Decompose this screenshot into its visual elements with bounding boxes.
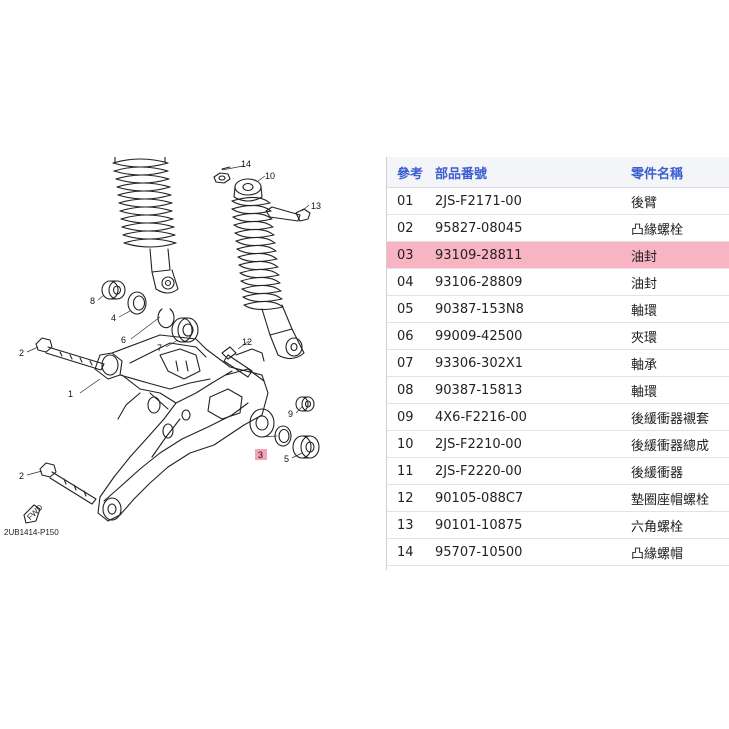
rear-shock-11: [112, 157, 179, 294]
cell-ref: 11: [387, 457, 435, 485]
cell-part-no: 90105-088C7: [435, 484, 631, 512]
collar-8: [101, 280, 126, 300]
cell-ref: 03: [387, 241, 435, 269]
cell-name: 夾環: [631, 322, 729, 350]
cell-part-no: 95707-10500: [435, 538, 631, 566]
callout-8: 8: [90, 296, 95, 306]
cell-ref: 01: [387, 187, 435, 215]
header-name: 零件名稱: [631, 157, 729, 188]
cell-name: 墊圈座帽螺栓: [631, 484, 729, 512]
collar-5: [292, 435, 320, 459]
oil-seal-3: [274, 425, 292, 447]
cell-ref: 04: [387, 268, 435, 296]
header-ref: 參考: [387, 157, 435, 188]
cell-name: 油封: [631, 241, 729, 269]
cell-name: 六角螺栓: [631, 511, 729, 539]
callout-7: 7: [157, 343, 162, 353]
callout-5: 5: [284, 454, 289, 464]
cell-part-no: 90101-10875: [435, 511, 631, 539]
flange-bolt-12: [221, 346, 253, 378]
fwd-label: FWD: [25, 503, 44, 522]
leader-lines: [26, 165, 310, 476]
cell-ref: 13: [387, 511, 435, 539]
cell-ref: 06: [387, 322, 435, 350]
callout-13: 13: [311, 201, 321, 211]
cell-name: 凸緣螺栓: [631, 214, 729, 242]
flange-nut-14: [213, 166, 231, 184]
cell-part-no: 93106-28809: [435, 268, 631, 296]
callout-4: 4: [111, 313, 116, 323]
cell-name: 後臂: [631, 187, 729, 215]
circlip-6: [157, 308, 175, 329]
cell-part-no: 2JS-F2171-00: [435, 187, 631, 215]
cell-ref: 09: [387, 403, 435, 431]
callout-1: 1: [68, 389, 73, 399]
diagram-caption: 2UB1414-P150: [4, 528, 59, 537]
callout-9: 9: [288, 409, 293, 419]
hex-bolt-13: [265, 206, 311, 222]
cell-ref: 02: [387, 214, 435, 242]
cell-name: 後緩衝器總成: [631, 430, 729, 458]
table-left-border: [386, 157, 387, 570]
forward-arrow-icon: [23, 504, 41, 524]
rear-shock-10: [231, 178, 305, 360]
cell-name: 凸緣螺帽: [631, 538, 729, 566]
header-part-no: 部品番號: [435, 157, 631, 188]
callout-12: 12: [242, 337, 252, 347]
cell-part-no: 99009-42500: [435, 322, 631, 350]
cell-ref: 05: [387, 295, 435, 323]
callout-10: 10: [265, 171, 275, 181]
cell-part-no: 90387-15813: [435, 376, 631, 404]
bearing-7: [171, 317, 199, 343]
cell-part-no: 93109-28811: [435, 241, 631, 269]
cell-part-no: 93306-302X1: [435, 349, 631, 377]
callout-2-top: 2: [19, 348, 24, 358]
cell-part-no: 2JS-F2210-00: [435, 430, 631, 458]
cell-name: 後緩衝器襯套: [631, 403, 729, 431]
cell-name: 軸環: [631, 376, 729, 404]
cell-ref: 12: [387, 484, 435, 512]
diagram-canvas: 2 1 2 3 4 5 6 7 8 9 10 12 13 14 FWD 2UB1…: [4, 157, 321, 537]
cell-name: 軸環: [631, 295, 729, 323]
cell-part-no: 2JS-F2220-00: [435, 457, 631, 485]
swing-arm-1: [94, 334, 275, 522]
cell-part-no: 95827-08045: [435, 214, 631, 242]
cell-part-no: 90387-153N8: [435, 295, 631, 323]
cell-name: 後緩衝器: [631, 457, 729, 485]
cell-ref: 10: [387, 430, 435, 458]
callout-2-bottom: 2: [19, 471, 24, 481]
pivot-bolt-2-bottom: [39, 462, 97, 505]
cell-ref: 07: [387, 349, 435, 377]
cell-name: 油封: [631, 268, 729, 296]
cell-part-no: 4X6-F2216-00: [435, 403, 631, 431]
exploded-parts-diagram: 2 1 2 3 4 5 6 7 8 9 10 12 13 14 FWD 2UB1…: [0, 157, 384, 570]
callout-14: 14: [241, 159, 251, 169]
callout-3: 3: [258, 450, 263, 460]
oil-seal-4: [127, 291, 147, 315]
collar-9: [295, 396, 315, 412]
callout-6: 6: [121, 335, 126, 345]
pivot-bolt-2-top: [35, 337, 105, 371]
parts-table-header: 參考 部品番號 零件名稱: [387, 157, 729, 188]
cell-name: 軸承: [631, 349, 729, 377]
callout-3-highlight: [255, 449, 267, 460]
cell-ref: 08: [387, 376, 435, 404]
cell-ref: 14: [387, 538, 435, 566]
